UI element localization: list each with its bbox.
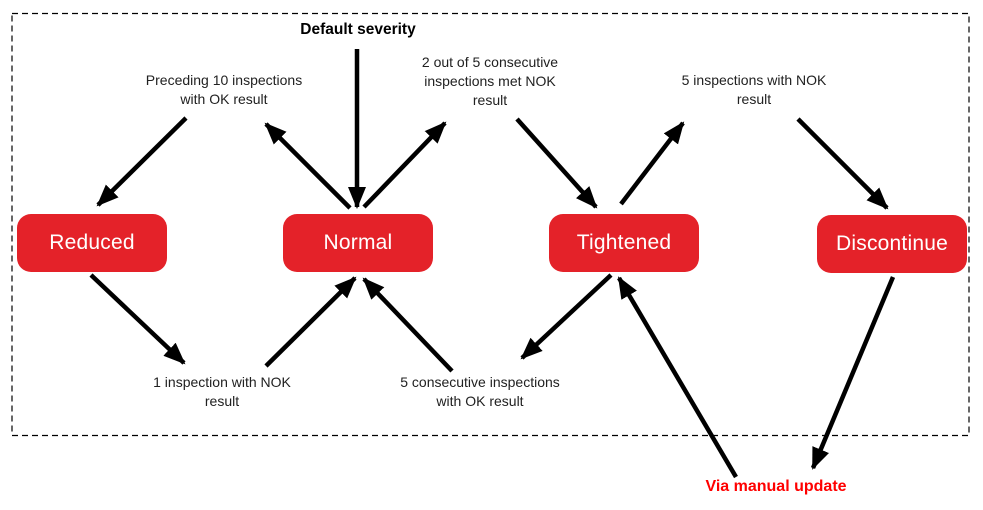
state-normal-label: Normal (323, 231, 393, 254)
arrow-normal-to-preceding-label (264, 122, 352, 210)
label-1-inspection-nok: 1 inspection with NOK result (153, 373, 291, 411)
label-line: with OK result (436, 393, 524, 409)
arrow-tightened-to-5ok-label (520, 273, 613, 360)
label-line: 5 inspections with NOK (681, 72, 827, 88)
label-line: result (736, 91, 772, 107)
label-line: result (472, 92, 508, 108)
default-severity-title: Default severity (300, 21, 416, 38)
label-5-inspections-nok: 5 inspections with NOK result (682, 71, 827, 109)
arrow-reduced-to-1nok-label (89, 273, 186, 365)
label-line: with OK result (180, 91, 268, 107)
arrow-manual-update-to-tightened (617, 276, 738, 479)
arrow-5ok-label-to-normal (362, 277, 454, 373)
label-line: result (204, 393, 240, 409)
arrow-preceding-label-to-reduced (96, 116, 188, 207)
label-line: 5 consecutive inspections (400, 374, 560, 390)
label-line: 1 inspection with NOK (153, 374, 291, 390)
label-line: 2 out of 5 consecutive (421, 54, 559, 70)
label-preceding-10-inspections: Preceding 10 inspections with OK result (146, 71, 302, 109)
label-line: inspections met NOK (424, 73, 556, 89)
arrow-tightened-to-5nok-label (619, 121, 685, 206)
state-discontinue: Discontinue (817, 215, 967, 273)
arrow-nok-label-to-tightened (515, 117, 598, 209)
state-discontinue-label: Discontinue (836, 232, 948, 255)
state-reduced: Reduced (17, 214, 167, 272)
arrow-discontinue-to-manual-update (810, 276, 896, 470)
arrow-1nok-label-to-normal (264, 276, 357, 368)
arrow-normal-to-nok-label (362, 121, 447, 209)
state-normal: Normal (283, 214, 433, 272)
arrow-5nok-label-to-discontinue (796, 117, 889, 210)
label-2-out-of-5-nok: 2 out of 5 consecutive inspections met N… (422, 53, 558, 110)
label-5-consecutive-ok: 5 consecutive inspections with OK result (400, 373, 560, 411)
state-tightened-label: Tightened (576, 231, 672, 254)
state-reduced-label: Reduced (49, 231, 135, 254)
label-line: Preceding 10 inspections (145, 72, 303, 88)
via-manual-update-label: Via manual update (705, 478, 847, 495)
state-tightened: Tightened (549, 214, 699, 272)
